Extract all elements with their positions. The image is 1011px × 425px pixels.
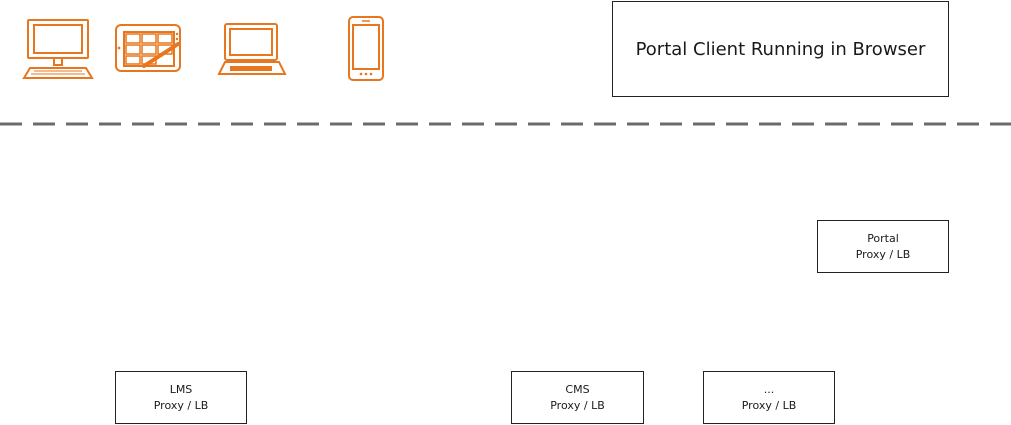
- lms-proxy-role: Proxy / LB: [153, 398, 209, 412]
- portal-client-box: Portal Client Running in Browser: [612, 1, 949, 97]
- laptop-icon: [217, 23, 287, 75]
- other-proxy-role: Proxy / LB: [741, 398, 797, 412]
- other-proxy-box: ... Proxy / LB: [703, 371, 835, 424]
- portal-proxy-name: Portal: [867, 231, 899, 245]
- other-proxy-name: ...: [763, 382, 775, 396]
- cms-proxy-box: CMS Proxy / LB: [511, 371, 644, 424]
- portal-client-title: Portal Client Running in Browser: [635, 38, 926, 60]
- smartphone-icon: [348, 16, 384, 81]
- lms-proxy-name: LMS: [169, 382, 193, 396]
- tablet-with-pen-icon: [115, 24, 181, 72]
- desktop-computer-icon: [22, 19, 94, 79]
- cms-proxy-role: Proxy / LB: [550, 398, 605, 412]
- portal-proxy-box: Portal Proxy / LB: [817, 220, 949, 273]
- lms-proxy-box: LMS Proxy / LB: [115, 371, 247, 424]
- portal-proxy-role: Proxy / LB: [855, 247, 911, 261]
- network-boundary-divider: [0, 122, 1011, 126]
- cms-proxy-name: CMS: [565, 382, 590, 396]
